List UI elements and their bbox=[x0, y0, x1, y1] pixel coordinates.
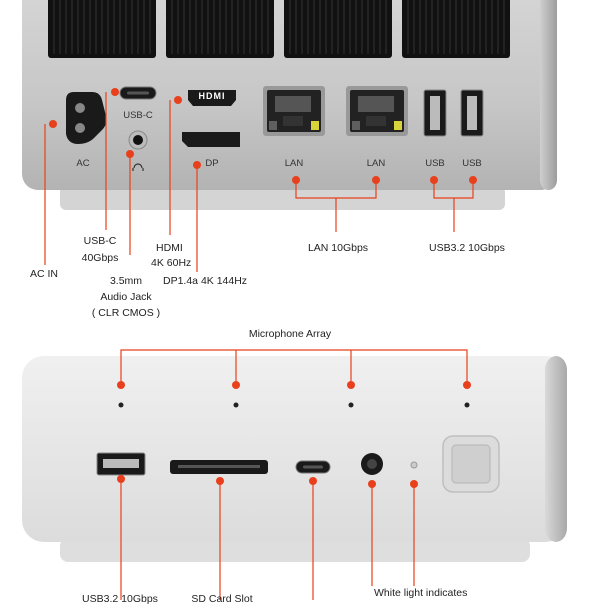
rear-base bbox=[60, 186, 505, 210]
headphone-icon bbox=[132, 163, 144, 171]
front-panel bbox=[22, 356, 567, 562]
usb-port-rear-2 bbox=[460, 89, 484, 137]
callout-usb-rear: USB3.2 10Gbps bbox=[429, 242, 505, 254]
lan-port-2 bbox=[346, 86, 408, 136]
front-base bbox=[60, 538, 530, 562]
status-led bbox=[410, 461, 418, 469]
usb2-port-label: USB bbox=[462, 158, 482, 169]
callout-white-light: White light indicates bbox=[374, 587, 468, 599]
rear-callout-dots bbox=[49, 88, 477, 184]
ac-port bbox=[66, 92, 107, 144]
callout-microphone-array: Microphone Array bbox=[248, 328, 332, 340]
usbc-port-label: USB-C bbox=[123, 110, 153, 121]
power-button bbox=[442, 435, 500, 493]
callout-dp: DP1.4a 4K 144Hz bbox=[163, 275, 248, 287]
front-body bbox=[22, 356, 567, 542]
dp-port bbox=[182, 132, 240, 147]
callout-usbc-line2: 40Gbps bbox=[81, 252, 119, 264]
lan2-port-label: LAN bbox=[366, 158, 386, 169]
hdmi-port bbox=[188, 90, 236, 106]
callout-hdmi-line2: 4K 60Hz bbox=[151, 257, 192, 269]
usb-port-rear-1 bbox=[423, 89, 447, 137]
callout-ac-in: AC IN bbox=[30, 268, 59, 280]
callout-audio-line2: Audio Jack bbox=[100, 291, 152, 303]
callout-audio-line3: ( CLR CMOS ) bbox=[91, 307, 161, 319]
rear-callout-lines bbox=[44, 92, 474, 272]
callout-hdmi-line1: HDMI bbox=[156, 242, 183, 254]
lan1-port-label: LAN bbox=[284, 158, 304, 169]
sd-card-slot bbox=[170, 460, 268, 474]
usb1-port-label: USB bbox=[425, 158, 445, 169]
lan-port-1 bbox=[263, 86, 325, 136]
hdmi-logo: HDMI bbox=[198, 91, 226, 101]
usb-port-front bbox=[96, 452, 146, 476]
callout-lan: LAN 10Gbps bbox=[307, 242, 369, 254]
ac-port-label: AC bbox=[76, 158, 90, 169]
front-callout-lines bbox=[120, 349, 468, 600]
callout-usbc-line1: USB-C bbox=[83, 235, 117, 247]
front-callout-dots bbox=[117, 381, 471, 488]
dp-port-label: DP bbox=[205, 158, 219, 169]
callout-audio-line1: 3.5mm bbox=[109, 275, 143, 287]
rear-panel bbox=[22, 0, 557, 210]
